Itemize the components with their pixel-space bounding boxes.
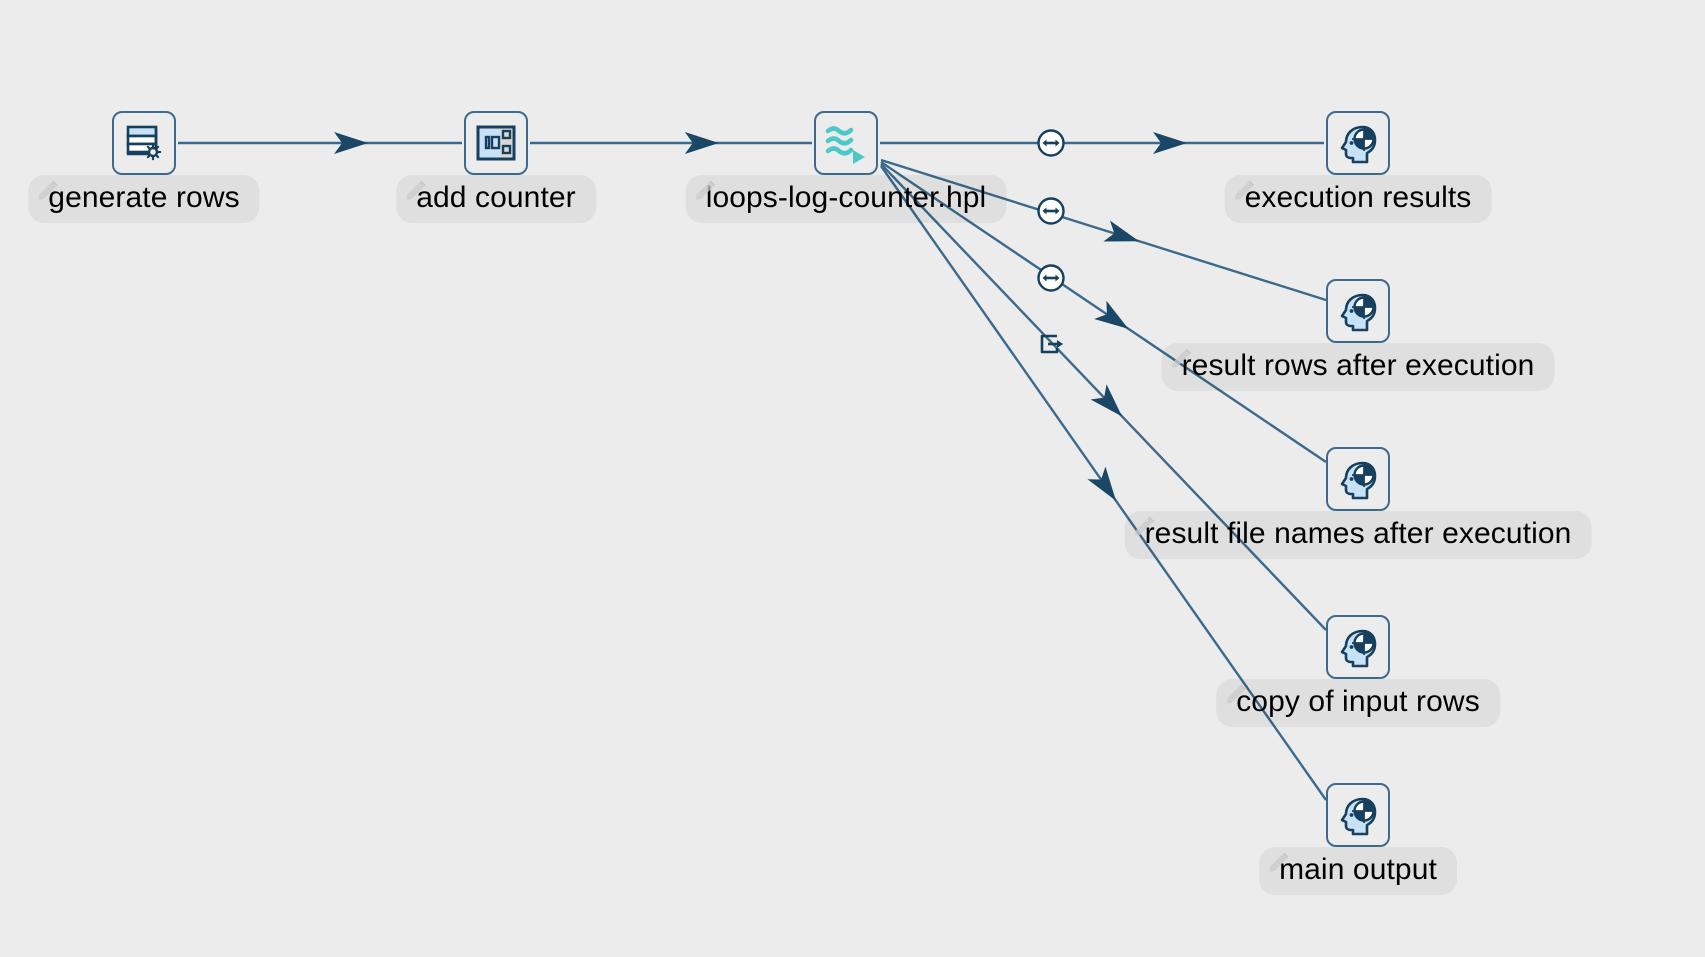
- head-target-icon: [1337, 626, 1379, 668]
- label-text: execution results: [1244, 181, 1472, 214]
- pencil-icon: [38, 180, 58, 200]
- pencil-icon: [695, 180, 716, 200]
- label-text: result rows after execution: [1181, 349, 1535, 382]
- label-text: main output: [1279, 853, 1437, 886]
- pencil-icon: [1171, 348, 1191, 368]
- label-result-rows-after-execution[interactable]: result rows after execution: [1161, 343, 1555, 391]
- hop-arrowhead: [684, 132, 719, 154]
- node-copy-of-input-rows[interactable]: [1326, 615, 1390, 679]
- head-target-icon: [1337, 794, 1379, 836]
- hop-line[interactable]: [880, 163, 1327, 631]
- label-text: loops-log-counter.hpl: [705, 181, 987, 214]
- pencil-icon: [406, 180, 426, 200]
- pencil-icon: [1226, 684, 1246, 704]
- node-add-counter[interactable]: [464, 111, 528, 175]
- label-text: copy of input rows: [1236, 685, 1480, 718]
- node-main-output[interactable]: [1326, 783, 1390, 847]
- label-add-counter[interactable]: add counter: [396, 175, 596, 223]
- hop-arrowhead: [1153, 132, 1188, 154]
- head-target-icon: [1337, 290, 1379, 332]
- hop-arrowhead: [1103, 220, 1140, 242]
- bidirectional-circle-icon[interactable]: [1036, 128, 1066, 158]
- pencil-icon: [1134, 516, 1154, 536]
- label-generate-rows[interactable]: generate rows: [28, 175, 260, 223]
- node-result-file-names-after-execution[interactable]: [1326, 447, 1390, 511]
- label-result-file-names-after-execution[interactable]: result file names after execution: [1124, 511, 1592, 559]
- label-copy-of-input-rows[interactable]: copy of input rows: [1216, 679, 1500, 727]
- label-main-output[interactable]: main output: [1259, 847, 1457, 895]
- label-execution-results[interactable]: execution results: [1224, 175, 1492, 223]
- head-target-icon: [1337, 122, 1379, 164]
- pipeline-icon: [822, 119, 870, 167]
- bidirectional-circle-icon[interactable]: [1036, 263, 1066, 293]
- label-text: generate rows: [48, 181, 240, 214]
- hop-arrowhead: [1090, 384, 1123, 417]
- add-counter-icon: [475, 122, 517, 164]
- node-result-rows-after-execution[interactable]: [1326, 279, 1390, 343]
- generate-rows-icon: [122, 121, 166, 165]
- pencil-icon: [1269, 852, 1289, 872]
- node-loops-log-counter[interactable]: [814, 111, 878, 175]
- label-text: result file names after execution: [1144, 517, 1572, 550]
- node-execution-results[interactable]: [1326, 111, 1390, 175]
- label-text: add counter: [416, 181, 576, 214]
- hop-arrowhead: [1087, 466, 1116, 501]
- bidirectional-circle-icon[interactable]: [1036, 196, 1066, 226]
- hop-arrowhead: [334, 132, 369, 154]
- node-generate-rows[interactable]: [112, 111, 176, 175]
- pencil-icon: [1234, 180, 1255, 200]
- export-box-icon[interactable]: [1036, 329, 1066, 359]
- label-loops-log-counter[interactable]: loops-log-counter.hpl: [685, 175, 1007, 223]
- hop-arrowhead: [1094, 300, 1129, 329]
- head-target-icon: [1337, 458, 1379, 500]
